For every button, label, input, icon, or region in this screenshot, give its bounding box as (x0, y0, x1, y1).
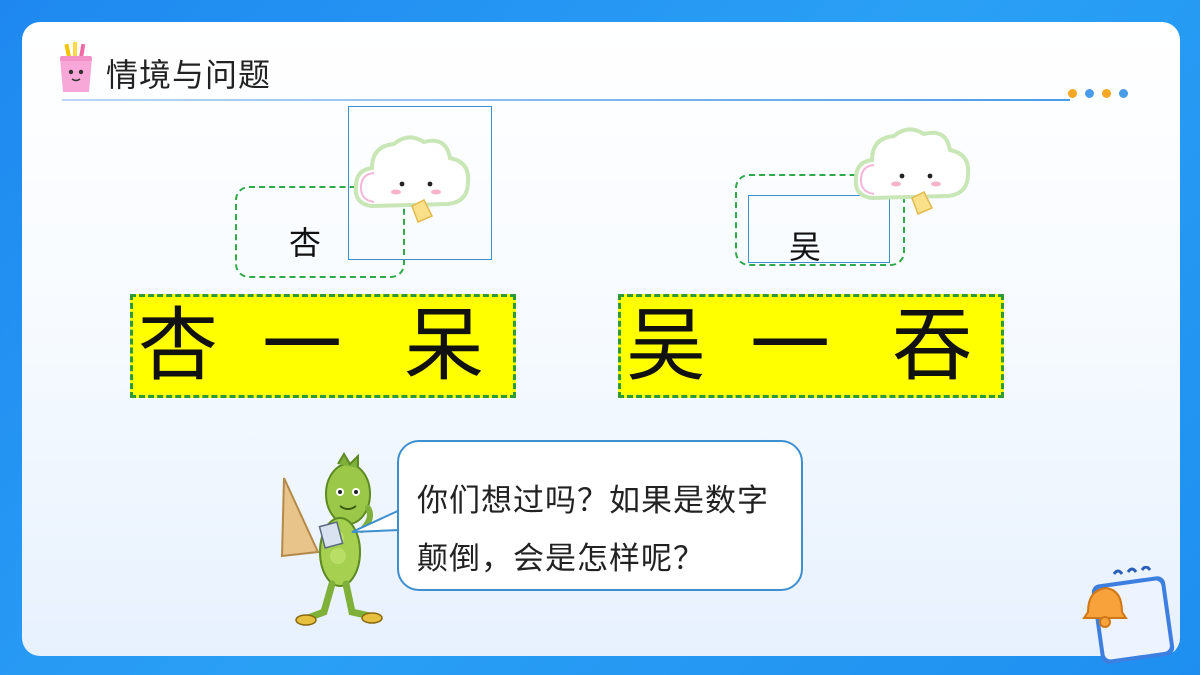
dot-1 (1068, 89, 1077, 98)
title-underline (62, 99, 1070, 101)
dot-4 (1119, 89, 1128, 98)
small-char-1: 杏 (289, 224, 322, 262)
bubble-tail (351, 509, 401, 533)
dot-3 (1102, 89, 1111, 98)
pea-character-icon (280, 452, 383, 626)
big-char-1a: 杏 (138, 299, 218, 392)
dot-2 (1085, 89, 1094, 98)
dashed-frame-1 (235, 186, 405, 278)
cloud-icon (853, 127, 971, 215)
highlight-box-1 (130, 294, 516, 398)
highlight-box-2 (618, 294, 1004, 398)
small-char-2: 吴 (789, 228, 822, 266)
cloud-icon (353, 135, 471, 223)
big-char-1-dash: 一 (262, 299, 342, 392)
big-char-2a: 吴 (626, 299, 706, 392)
page-title: 情境与问题 (106, 56, 272, 94)
bubble-text: 你们想过吗？如果是数字颠倒，会是怎样呢？ (417, 483, 769, 577)
decor-dots (1068, 83, 1136, 98)
bell-notepad-icon (1082, 566, 1175, 664)
big-char-2b: 吞 (892, 299, 972, 392)
speech-bubble: 你们想过吗？如果是数字颠倒，会是怎样呢？ (397, 440, 803, 591)
blue-frame-1 (348, 106, 492, 260)
big-char-2-dash: 一 (750, 299, 830, 392)
dashed-frame-2 (735, 174, 905, 266)
big-char-1b: 呆 (404, 299, 484, 392)
blue-frame-2 (748, 195, 890, 263)
pencil-cup-icon (60, 42, 92, 92)
